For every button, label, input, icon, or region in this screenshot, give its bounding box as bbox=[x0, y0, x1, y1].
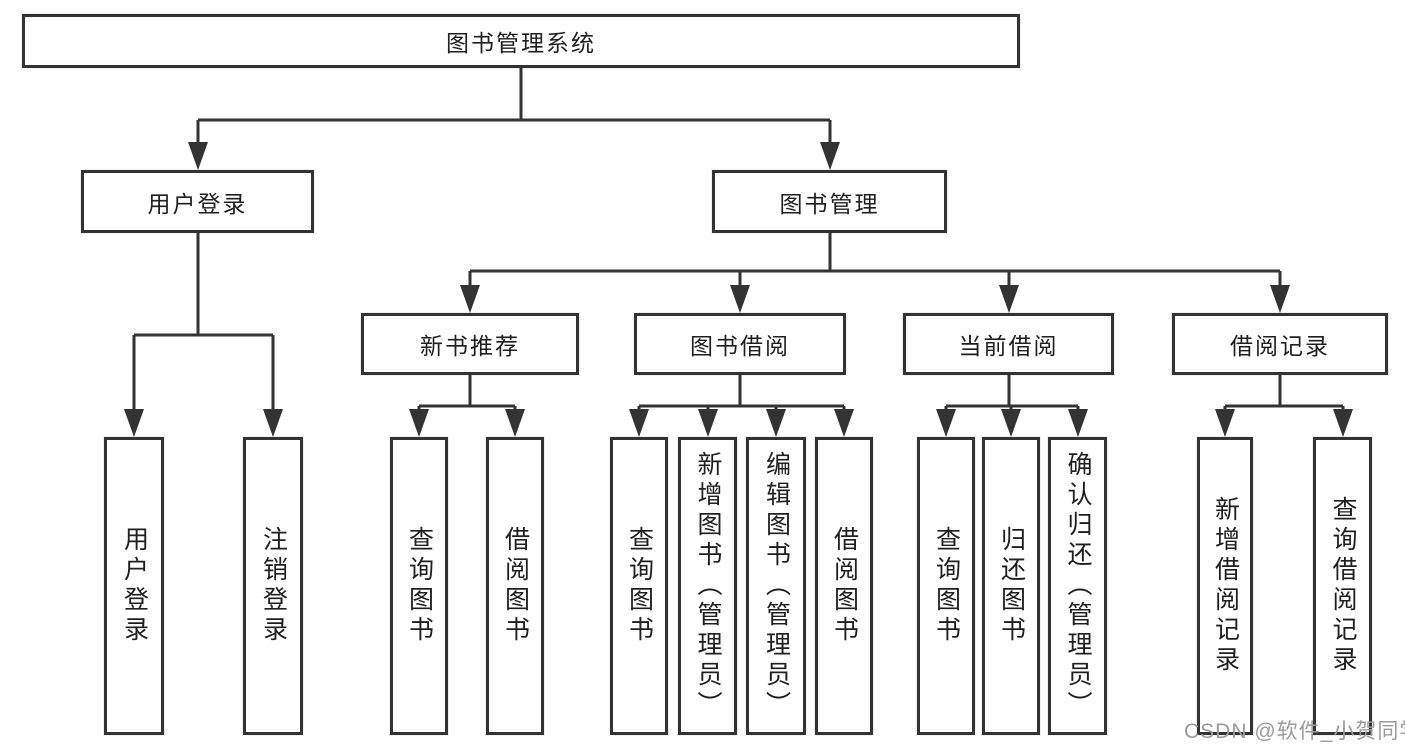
node-book-borrow-label: 图书借阅 bbox=[690, 333, 790, 359]
leaf-return-book: 归还图书 bbox=[982, 437, 1040, 735]
leaf-add-book-admin-label: 新增图书（管理员） bbox=[694, 451, 722, 721]
leaf-confirm-return-admin: 确认归还（管理员） bbox=[1048, 437, 1107, 735]
leaf-return-book-label: 归还图书 bbox=[997, 526, 1026, 646]
leaf-logout-label: 注销登录 bbox=[259, 526, 288, 646]
node-book-management: 图书管理 bbox=[712, 170, 947, 233]
leaf-borrow-books-borrow-label: 借阅图书 bbox=[830, 526, 859, 646]
node-new-book-recommend: 新书推荐 bbox=[361, 313, 579, 375]
leaf-edit-book-admin-label: 编辑图书（管理员） bbox=[762, 451, 791, 721]
connector-lines bbox=[132, 68, 1345, 433]
leaf-user-login-label: 用户登录 bbox=[120, 526, 149, 646]
node-user-login: 用户登录 bbox=[81, 170, 314, 233]
leaf-add-borrow-record-label: 新增借阅记录 bbox=[1211, 496, 1240, 676]
csdn-watermark: CSDN @软件_小贺同学 bbox=[1184, 720, 1405, 743]
node-book-borrow: 图书借阅 bbox=[634, 313, 846, 375]
node-root: 图书管理系统 bbox=[22, 14, 1020, 68]
leaf-query-borrow-record: 查询借阅记录 bbox=[1313, 437, 1372, 735]
node-current-borrow: 当前借阅 bbox=[903, 313, 1114, 375]
leaf-logout: 注销登录 bbox=[243, 437, 303, 735]
node-root-label: 图书管理系统 bbox=[446, 30, 596, 56]
leaf-query-books-current-label: 查询图书 bbox=[932, 526, 961, 646]
leaf-borrow-books-borrow: 借阅图书 bbox=[815, 437, 873, 735]
leaf-user-login: 用户登录 bbox=[104, 437, 164, 735]
node-borrow-records: 借阅记录 bbox=[1172, 313, 1388, 375]
leaf-borrow-books-recommend: 借阅图书 bbox=[486, 437, 544, 735]
node-book-management-label: 图书管理 bbox=[779, 190, 880, 217]
leaf-query-books-current: 查询图书 bbox=[917, 437, 975, 735]
leaf-query-books-borrow: 查询图书 bbox=[610, 437, 668, 735]
leaf-confirm-return-admin-label: 确认归还（管理员） bbox=[1064, 451, 1092, 721]
leaf-query-books-recommend: 查询图书 bbox=[390, 437, 448, 735]
leaf-add-book-admin: 新增图书（管理员） bbox=[678, 437, 737, 735]
leaf-borrow-books-recommend-label: 借阅图书 bbox=[501, 526, 530, 646]
node-borrow-records-label: 借阅记录 bbox=[1230, 333, 1330, 359]
leaf-query-books-borrow-label: 查询图书 bbox=[625, 526, 654, 646]
node-new-book-recommend-label: 新书推荐 bbox=[420, 333, 520, 359]
leaf-query-borrow-record-label: 查询借阅记录 bbox=[1329, 496, 1357, 676]
connector-arrowheads bbox=[124, 142, 1353, 437]
node-current-borrow-label: 当前借阅 bbox=[958, 333, 1059, 359]
leaf-query-books-recommend-label: 查询图书 bbox=[405, 526, 434, 646]
leaf-add-borrow-record: 新增借阅记录 bbox=[1197, 437, 1253, 735]
node-user-login-label: 用户登录 bbox=[147, 190, 248, 217]
leaf-edit-book-admin: 编辑图书（管理员） bbox=[746, 437, 806, 735]
